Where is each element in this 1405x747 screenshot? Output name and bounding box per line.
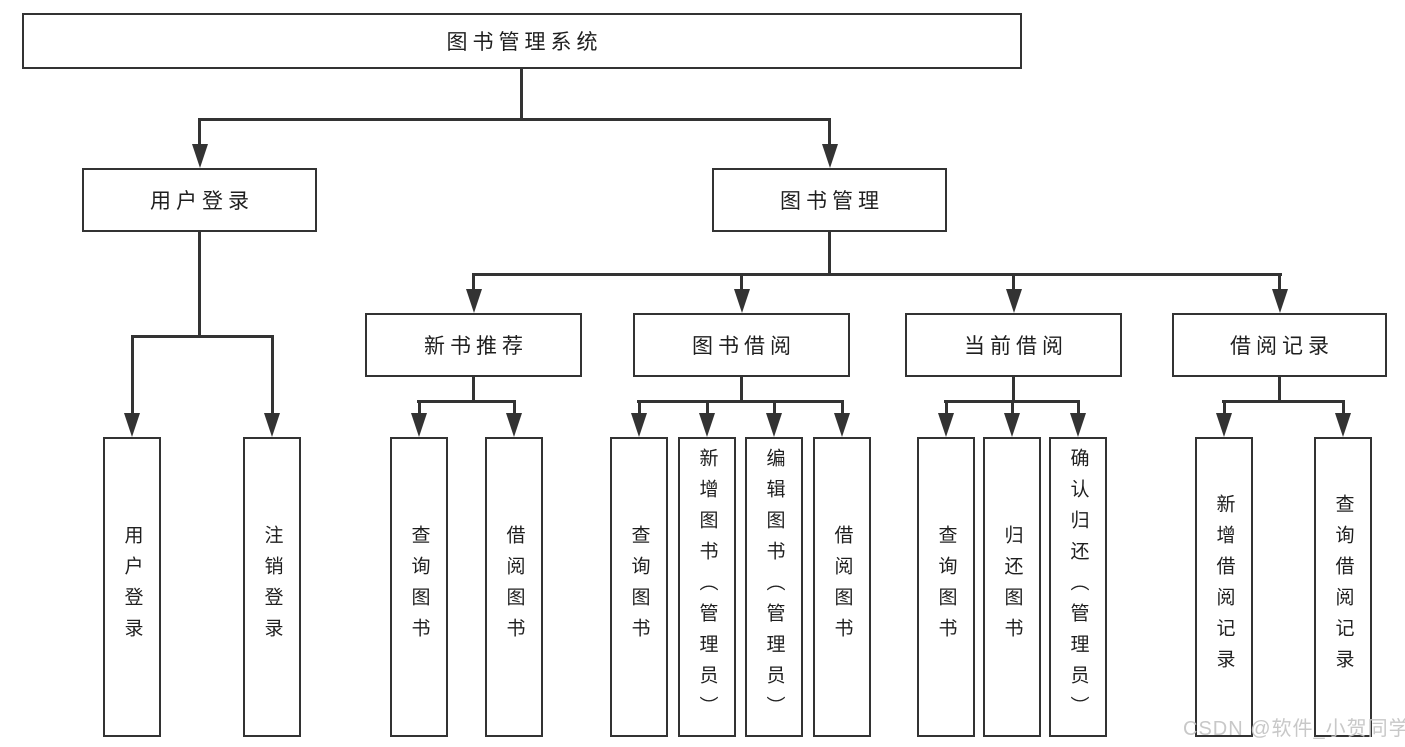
arrowhead-icon bbox=[411, 413, 427, 437]
node-library-system: 图书管理系统 bbox=[22, 13, 1022, 69]
connector-line bbox=[198, 118, 831, 121]
leaf-add-book-admin: 新增图书（管理员） bbox=[678, 437, 736, 737]
node-label: 图书管理 bbox=[780, 190, 884, 213]
arrowhead-icon bbox=[766, 413, 782, 437]
arrowhead-icon bbox=[1004, 413, 1020, 437]
connector-line bbox=[513, 403, 516, 415]
node-label: 确认归还（管理员） bbox=[1067, 447, 1089, 727]
node-label: 编辑图书（管理员） bbox=[763, 447, 785, 727]
node-label: 归还图书 bbox=[1001, 525, 1023, 649]
leaf-add-borrow-record: 新增借阅记录 bbox=[1195, 437, 1253, 737]
leaf-logout: 注销登录 bbox=[243, 437, 301, 737]
connector-line bbox=[472, 273, 1282, 276]
arrowhead-icon bbox=[938, 413, 954, 437]
leaf-query-book-current: 查询图书 bbox=[917, 437, 975, 737]
node-label: 借阅记录 bbox=[1230, 335, 1334, 358]
connector-line bbox=[638, 403, 641, 415]
leaf-edit-book-admin: 编辑图书（管理员） bbox=[745, 437, 803, 737]
arrowhead-icon bbox=[1335, 413, 1351, 437]
arrowhead-icon bbox=[1272, 289, 1288, 313]
connector-line bbox=[945, 403, 948, 415]
connector-line bbox=[1342, 403, 1345, 415]
node-user-login: 用户登录 bbox=[82, 168, 317, 232]
arrowhead-icon bbox=[822, 144, 838, 168]
connector-line bbox=[1077, 403, 1080, 415]
leaf-return-book: 归还图书 bbox=[983, 437, 1041, 737]
arrowhead-icon bbox=[466, 289, 482, 313]
connector-line bbox=[637, 400, 844, 403]
connector-line bbox=[841, 403, 844, 415]
node-borrow-records: 借阅记录 bbox=[1172, 313, 1387, 377]
arrowhead-icon bbox=[834, 413, 850, 437]
arrowhead-icon bbox=[264, 413, 280, 437]
node-label: 新增图书（管理员） bbox=[696, 447, 718, 727]
connector-line bbox=[131, 335, 274, 338]
arrowhead-icon bbox=[192, 144, 208, 168]
node-new-book-recommend: 新书推荐 bbox=[365, 313, 582, 377]
arrowhead-icon bbox=[631, 413, 647, 437]
arrowhead-icon bbox=[1070, 413, 1086, 437]
leaf-query-book-borrow: 查询图书 bbox=[610, 437, 668, 737]
node-label: 图书借阅 bbox=[692, 335, 796, 358]
connector-line bbox=[1222, 400, 1345, 403]
connector-line bbox=[1012, 276, 1015, 290]
node-label: 查询图书 bbox=[408, 525, 430, 649]
connector-line bbox=[828, 121, 831, 146]
csdn-watermark: CSDN @软件_小贺同学 bbox=[1183, 718, 1405, 740]
leaf-confirm-return-admin: 确认归还（管理员） bbox=[1049, 437, 1107, 737]
node-label: 查询图书 bbox=[628, 525, 650, 649]
connector-line bbox=[1223, 403, 1226, 415]
connector-line bbox=[1012, 377, 1015, 400]
connector-line bbox=[740, 377, 743, 400]
leaf-borrow-book-recommend: 借阅图书 bbox=[485, 437, 543, 737]
leaf-query-book-recommend: 查询图书 bbox=[390, 437, 448, 737]
node-label: 图书管理系统 bbox=[446, 31, 603, 54]
leaf-borrow-book: 借阅图书 bbox=[813, 437, 871, 737]
node-book-borrow: 图书借阅 bbox=[633, 313, 850, 377]
node-label: 用户登录 bbox=[121, 525, 143, 649]
connector-line bbox=[198, 121, 201, 146]
arrowhead-icon bbox=[506, 413, 522, 437]
node-book-management: 图书管理 bbox=[712, 168, 947, 232]
leaf-user-login: 用户登录 bbox=[103, 437, 161, 737]
connector-line bbox=[131, 338, 134, 415]
arrowhead-icon bbox=[1006, 289, 1022, 313]
connector-line bbox=[828, 232, 831, 273]
arrowhead-icon bbox=[734, 289, 750, 313]
connector-line bbox=[1278, 276, 1281, 290]
node-label: 注销登录 bbox=[261, 525, 283, 649]
connector-line bbox=[472, 377, 475, 400]
connector-line bbox=[520, 69, 523, 118]
connector-line bbox=[417, 400, 516, 403]
connector-line bbox=[271, 338, 274, 415]
connector-line bbox=[706, 403, 709, 415]
leaf-query-borrow-record: 查询借阅记录 bbox=[1314, 437, 1372, 737]
node-current-borrow: 当前借阅 bbox=[905, 313, 1122, 377]
node-label: 查询图书 bbox=[935, 525, 957, 649]
connector-line bbox=[198, 232, 201, 335]
connector-line bbox=[472, 276, 475, 290]
node-label: 借阅图书 bbox=[503, 525, 525, 649]
arrowhead-icon bbox=[1216, 413, 1232, 437]
node-label: 当前借阅 bbox=[964, 335, 1068, 358]
connector-line bbox=[1011, 403, 1014, 415]
connector-line bbox=[944, 400, 1080, 403]
node-label: 新书推荐 bbox=[424, 335, 528, 358]
connector-line bbox=[418, 403, 421, 415]
node-label: 新增借阅记录 bbox=[1213, 494, 1235, 680]
arrowhead-icon bbox=[124, 413, 140, 437]
arrowhead-icon bbox=[699, 413, 715, 437]
connector-line bbox=[740, 276, 743, 290]
node-label: 用户登录 bbox=[150, 190, 254, 213]
node-label: 查询借阅记录 bbox=[1332, 494, 1354, 680]
connector-line bbox=[1278, 377, 1281, 400]
node-label: 借阅图书 bbox=[831, 525, 853, 649]
connector-line bbox=[773, 403, 776, 415]
